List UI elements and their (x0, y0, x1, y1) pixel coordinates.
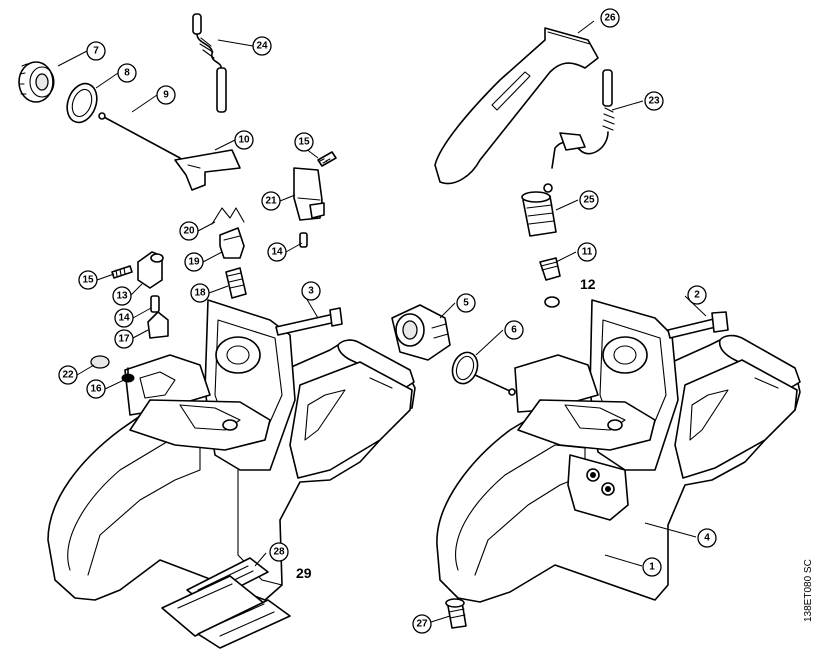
part-29-label: 29 (296, 565, 312, 581)
callout-1-text: 1 (649, 562, 655, 573)
hose-part-23 (551, 69, 615, 169)
callout-14b-text: 14 (118, 313, 130, 324)
callout-26-text: 26 (604, 13, 616, 24)
callout-27-text: 27 (416, 619, 428, 630)
callout-23: 23 (644, 91, 664, 111)
callout-15b-text: 15 (82, 275, 94, 286)
callout-4-text: 4 (704, 533, 710, 544)
callout-28: 28 (269, 542, 289, 562)
callout-22-text: 22 (62, 370, 74, 381)
seal-ring-part-8 (66, 82, 98, 124)
rod-part-9 (98, 112, 181, 159)
callout-20-text: 20 (183, 226, 195, 237)
part-21 (293, 167, 325, 221)
callout-21-text: 21 (265, 196, 277, 207)
callout-15b: 15 (78, 270, 98, 290)
callout-3-text: 3 (308, 286, 314, 297)
damper-part-19 (219, 227, 245, 259)
o-ring-part-12 (544, 296, 560, 308)
filter-part-25 (521, 183, 557, 237)
callout-9: 9 (156, 85, 176, 105)
callout-14a: 14 (267, 242, 287, 262)
callout-20: 20 (179, 221, 199, 241)
callout-5: 5 (456, 293, 476, 313)
buffer-part-18 (225, 267, 247, 299)
screw-part-15b (111, 265, 133, 279)
callout-18: 18 (190, 283, 210, 303)
callout-26: 26 (600, 8, 620, 28)
drawing-code: 138ET080 SC (803, 559, 814, 622)
pin-part-14b (150, 295, 160, 313)
callout-22: 22 (58, 365, 78, 385)
callout-2-text: 2 (694, 290, 700, 301)
right-housing (436, 299, 801, 603)
callout-10: 10 (234, 130, 254, 150)
pin-part-14a (299, 232, 308, 248)
callout-3: 3 (301, 281, 321, 301)
callout-15a-text: 15 (298, 137, 310, 148)
callout-1: 1 (642, 557, 662, 577)
cap-part-7 (18, 61, 55, 103)
pump-part-5 (391, 304, 451, 361)
left-housing (47, 299, 416, 601)
callout-11-text: 11 (582, 247, 593, 258)
fitting-part-13 (137, 251, 164, 289)
callout-6-text: 6 (511, 325, 517, 336)
screw-part-15a (317, 151, 337, 167)
callout-21: 21 (261, 191, 281, 211)
callout-15a: 15 (294, 132, 314, 152)
callout-10-text: 10 (238, 135, 250, 146)
callout-9-text: 9 (163, 90, 169, 101)
callout-19: 19 (184, 252, 204, 272)
callout-4: 4 (697, 528, 717, 548)
callout-11: 11 (577, 242, 597, 262)
callout-8: 8 (117, 63, 137, 83)
callout-13: 13 (112, 286, 132, 306)
callout-17-text: 17 (118, 334, 130, 345)
callout-7: 7 (86, 41, 106, 61)
part-22 (90, 355, 110, 369)
callout-14a-text: 14 (271, 247, 283, 258)
callout-24: 24 (252, 36, 272, 56)
seal-part-6 (451, 351, 516, 396)
callout-13-text: 13 (116, 291, 128, 302)
callout-2: 2 (687, 285, 707, 305)
callout-24-text: 24 (256, 41, 268, 52)
callout-27: 27 (412, 614, 432, 634)
lever-part-10 (174, 149, 241, 191)
callout-19-text: 19 (188, 257, 200, 268)
screw-part-3 (275, 307, 343, 336)
callout-16-text: 16 (90, 384, 102, 395)
callout-5-text: 5 (463, 298, 469, 309)
handle-part-26 (434, 27, 599, 185)
callout-14b: 14 (114, 308, 134, 328)
part-12-label: 12 (580, 276, 596, 292)
callout-25-text: 25 (583, 195, 595, 206)
callout-17: 17 (114, 329, 134, 349)
callout-28-text: 28 (273, 547, 285, 558)
callout-16: 16 (86, 379, 106, 399)
callout-23-text: 23 (648, 96, 660, 107)
spring-part-20 (211, 207, 245, 225)
screw-part-2 (667, 311, 729, 339)
screw-part-27 (445, 598, 467, 629)
callout-6: 6 (504, 320, 524, 340)
bush-part-17 (147, 311, 169, 339)
part-16 (121, 367, 135, 383)
part-11 (539, 257, 561, 281)
callout-25: 25 (579, 190, 599, 210)
callout-8-text: 8 (124, 68, 130, 79)
callout-18-text: 18 (194, 288, 206, 299)
callout-7-text: 7 (93, 46, 99, 57)
plate-part-29 (161, 575, 291, 649)
hose-part-24 (192, 13, 227, 113)
